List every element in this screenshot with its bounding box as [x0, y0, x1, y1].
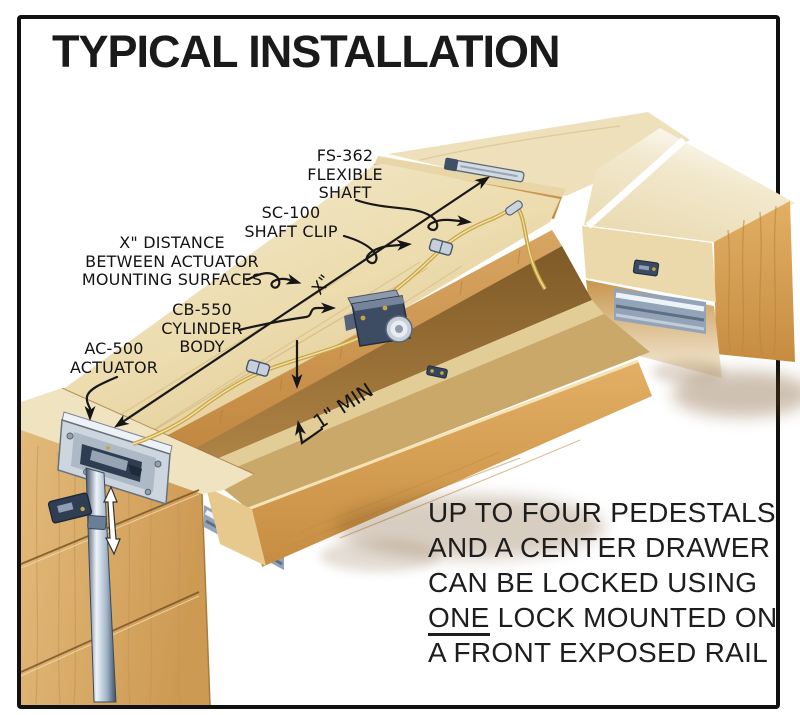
- callout-line: BODY: [179, 337, 225, 356]
- note-line: UP TO FOUR PEDESTALS: [428, 497, 776, 528]
- callout-line: ACTUATOR: [69, 357, 159, 377]
- rod-latch: [47, 492, 93, 524]
- shaft-ferrule: [505, 200, 523, 216]
- note-line: CAN BE LOCKED USING: [428, 567, 758, 598]
- callout-line: CYLINDER: [161, 318, 243, 338]
- callout-line: SC-100: [261, 203, 321, 222]
- page-title: TYPICAL INSTALLATION: [52, 26, 560, 77]
- min-clearance-arrow-up: [295, 420, 324, 445]
- rail-mounting-bracket: [443, 157, 525, 183]
- rod-travel-arrow: [103, 485, 121, 556]
- callout-line: MOUNTING SURFACES: [81, 270, 263, 289]
- ac500-actuator: [57, 411, 173, 505]
- callout-fs362: FS-362 FLEXIBLE SHAFT: [307, 146, 383, 203]
- callout-line: FLEXIBLE: [307, 164, 383, 184]
- note-line: A FRONT EXPOSED RAIL: [428, 637, 769, 668]
- callout-line: SHAFT: [318, 183, 372, 202]
- x-distance-line: [114, 176, 490, 428]
- right-pedestal-clip: [632, 259, 660, 277]
- callout-line: CB-550: [172, 300, 232, 319]
- callout-line: BETWEEN ACTUATOR: [85, 251, 259, 271]
- right-drawer-slide: [614, 288, 706, 334]
- note-line-rest: LOCK MOUNTED ON: [489, 602, 778, 633]
- right-pedestal: [582, 128, 795, 378]
- callout-line: X" DISTANCE: [119, 233, 225, 252]
- note-text: UP TO FOUR PEDESTALS AND A CENTER DRAWER…: [428, 495, 778, 670]
- shadows: [320, 360, 800, 572]
- callout-ac500: AC-500 ACTUATOR: [69, 339, 159, 377]
- callout-x-distance: X" DISTANCE BETWEEN ACTUATOR MOUNTING SU…: [81, 233, 263, 290]
- callout-cb550: CB-550 CYLINDER BODY: [161, 300, 243, 357]
- note-line: AND A CENTER DRAWER: [428, 532, 771, 563]
- note-line: ONE LOCK MOUNTED ON: [428, 600, 778, 636]
- underlined-word: ONE: [428, 602, 490, 636]
- callout-line: FS-362: [316, 146, 374, 165]
- callout-line: AC-500: [84, 339, 144, 358]
- leader-arrows: [84, 176, 490, 445]
- lock-rod: [85, 467, 117, 703]
